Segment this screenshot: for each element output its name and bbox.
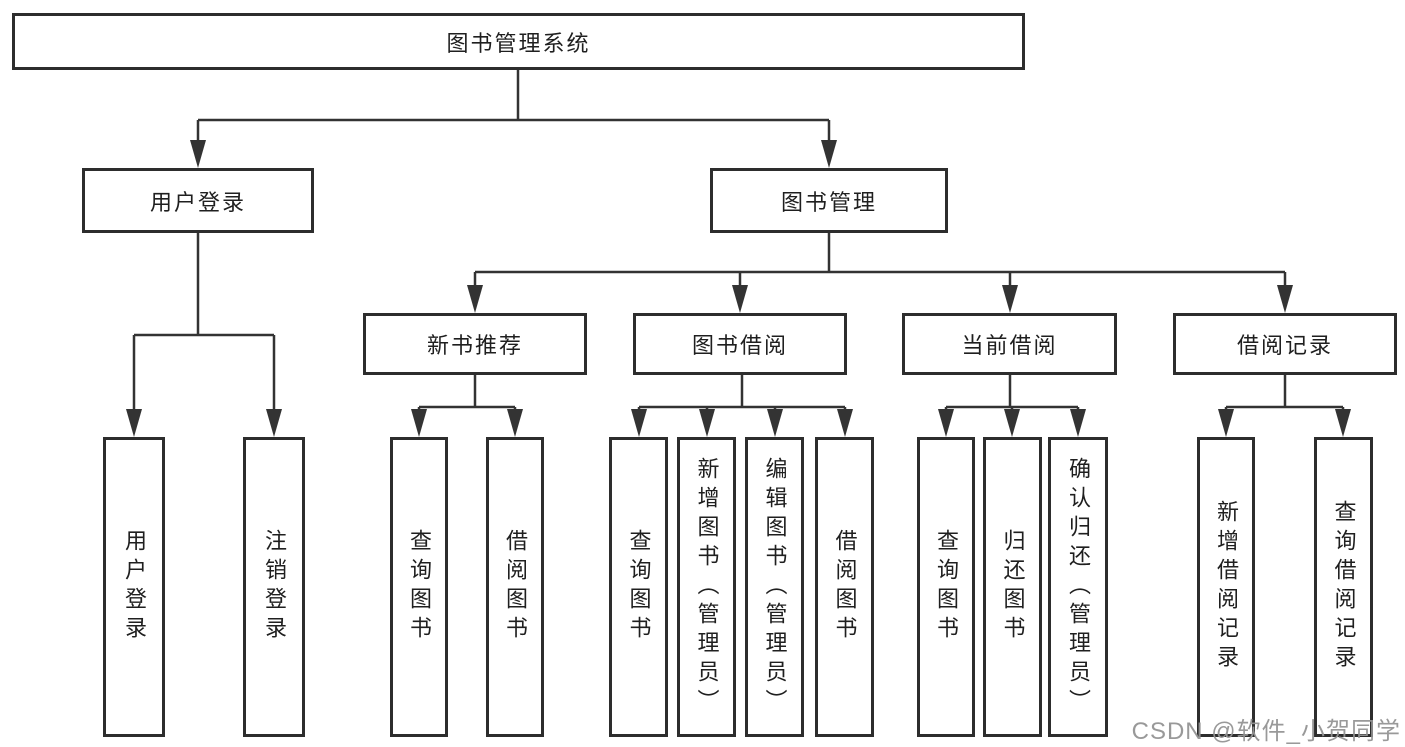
leaf-recommend-borrow-book: 借阅图书	[486, 437, 544, 737]
leaf-add-borrow-record: 新增借阅记录	[1197, 437, 1255, 737]
leaf-query-borrow-record: 查询借阅记录	[1314, 437, 1373, 737]
leaf-logout: 注销登录	[243, 437, 305, 737]
leaf-label: 借阅图书	[832, 529, 858, 645]
leaf-borrow-query-book: 查询图书	[609, 437, 668, 737]
node-book-borrow: 图书借阅	[633, 313, 847, 375]
leaf-label: 归还图书	[1000, 529, 1026, 645]
leaf-user-login: 用户登录	[103, 437, 165, 737]
arrowheads	[126, 140, 1351, 437]
leaf-borrow-book: 借阅图书	[815, 437, 874, 737]
leaf-edit-book-admin: 编辑图书（管理员）	[745, 437, 804, 737]
node-user-login: 用户登录	[82, 168, 314, 233]
leaf-label: 确认归还（管理员）	[1066, 456, 1091, 718]
leaf-return-book: 归还图书	[983, 437, 1042, 737]
leaf-add-book-admin: 新增图书（管理员）	[677, 437, 736, 737]
leaf-confirm-return-admin: 确认归还（管理员）	[1048, 437, 1108, 737]
leaf-label: 新增图书（管理员）	[694, 456, 720, 718]
leaf-label: 查询图书	[934, 529, 959, 645]
leaf-label: 查询图书	[407, 529, 432, 645]
leaf-current-query-book: 查询图书	[917, 437, 975, 737]
node-borrow-records: 借阅记录	[1173, 313, 1397, 375]
csdn-watermark: CSDN @软件_小贺同学	[1131, 718, 1401, 745]
node-new-book-recommend: 新书推荐	[363, 313, 587, 375]
node-root-system: 图书管理系统	[12, 13, 1025, 70]
leaf-label: 新增借阅记录	[1214, 500, 1239, 674]
leaf-recommend-query-book: 查询图书	[390, 437, 448, 737]
node-book-management: 图书管理	[710, 168, 948, 233]
leaf-label: 编辑图书（管理员）	[762, 456, 788, 718]
leaf-label: 注销登录	[262, 529, 287, 645]
node-current-borrow: 当前借阅	[902, 313, 1117, 375]
leaf-label: 用户登录	[122, 529, 147, 645]
leaf-label: 查询图书	[626, 529, 652, 645]
leaf-label: 查询借阅记录	[1331, 500, 1357, 674]
leaf-label: 借阅图书	[503, 529, 528, 645]
